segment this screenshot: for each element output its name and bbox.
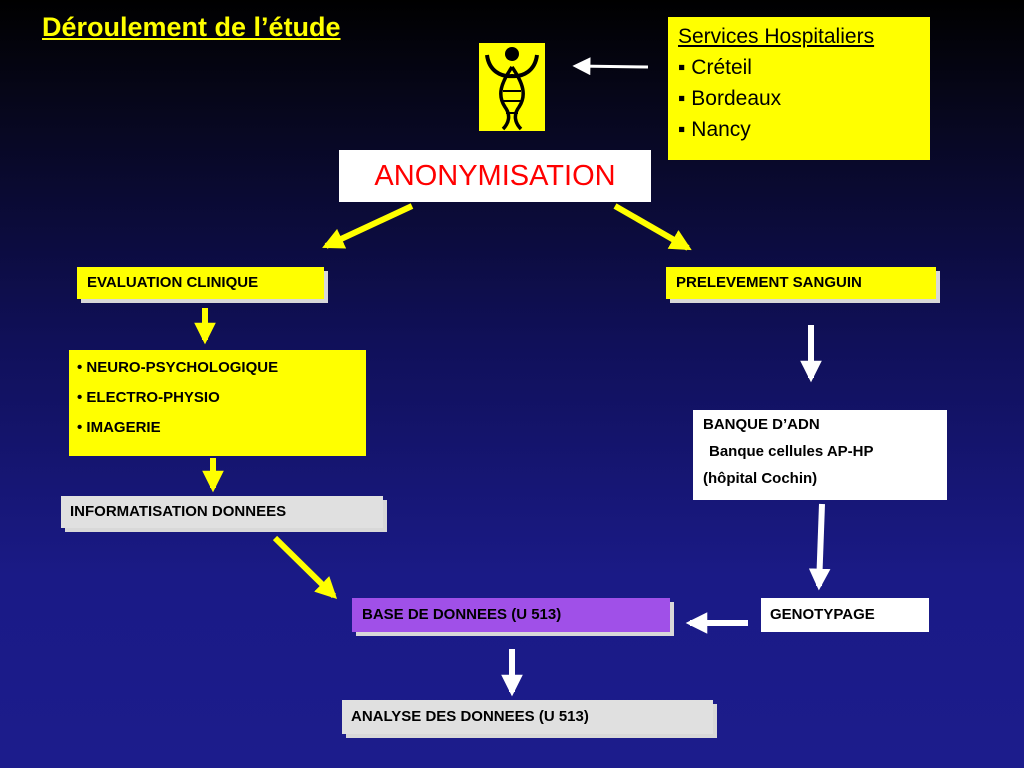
banque-cellules: Banque cellules AP-HP: [709, 443, 874, 460]
examen-item: • ELECTRO-PHYSIO: [77, 389, 220, 406]
genotypage-box: GENOTYPAGE: [761, 598, 929, 632]
base-donnees-box: BASE DE DONNEES (U 513): [352, 598, 670, 632]
arrow-services-to-logo: [572, 57, 649, 76]
services-box: Services Hospitaliers ▪ Créteil ▪ Bordea…: [668, 17, 930, 160]
service-item: ▪ Bordeaux: [678, 87, 782, 110]
arrow-anon-to-prelevement: [613, 203, 692, 251]
arrow-anon-to-evaluation: [322, 203, 414, 249]
services-heading: Services Hospitaliers: [678, 25, 875, 48]
arrow-adn-to-genotypage: [808, 503, 831, 591]
slide-title: Déroulement de l’étude: [42, 12, 341, 42]
examen-item: • IMAGERIE: [77, 419, 161, 436]
anonymisation-box: ANONYMISATION: [339, 150, 651, 202]
service-item: ▪ Créteil: [678, 56, 752, 79]
prelevement-sanguin-box: PRELEVEMENT SANGUIN: [666, 267, 936, 299]
examen-item: • NEURO-PSYCHOLOGIQUE: [77, 359, 279, 376]
banque-hopital: (hôpital Cochin): [703, 470, 818, 487]
informatisation-box: INFORMATISATION DONNEES: [61, 496, 383, 528]
evaluation-clinique-box: EVALUATION CLINIQUE: [77, 267, 324, 299]
arrow-informatisation-to-base: [272, 535, 338, 600]
banque-title: BANQUE D’ADN: [703, 416, 820, 433]
examens-box: • NEURO-PSYCHOLOGIQUE • ELECTRO-PHYSIO •…: [69, 350, 366, 456]
service-item: ▪ Nancy: [678, 118, 751, 141]
banque-adn-box: BANQUE D’ADN Banque cellules AP-HP (hôpi…: [693, 410, 947, 500]
analyse-donnees-box: ANALYSE DES DONNEES (U 513): [342, 700, 713, 734]
dna-figure-icon: [479, 43, 545, 131]
